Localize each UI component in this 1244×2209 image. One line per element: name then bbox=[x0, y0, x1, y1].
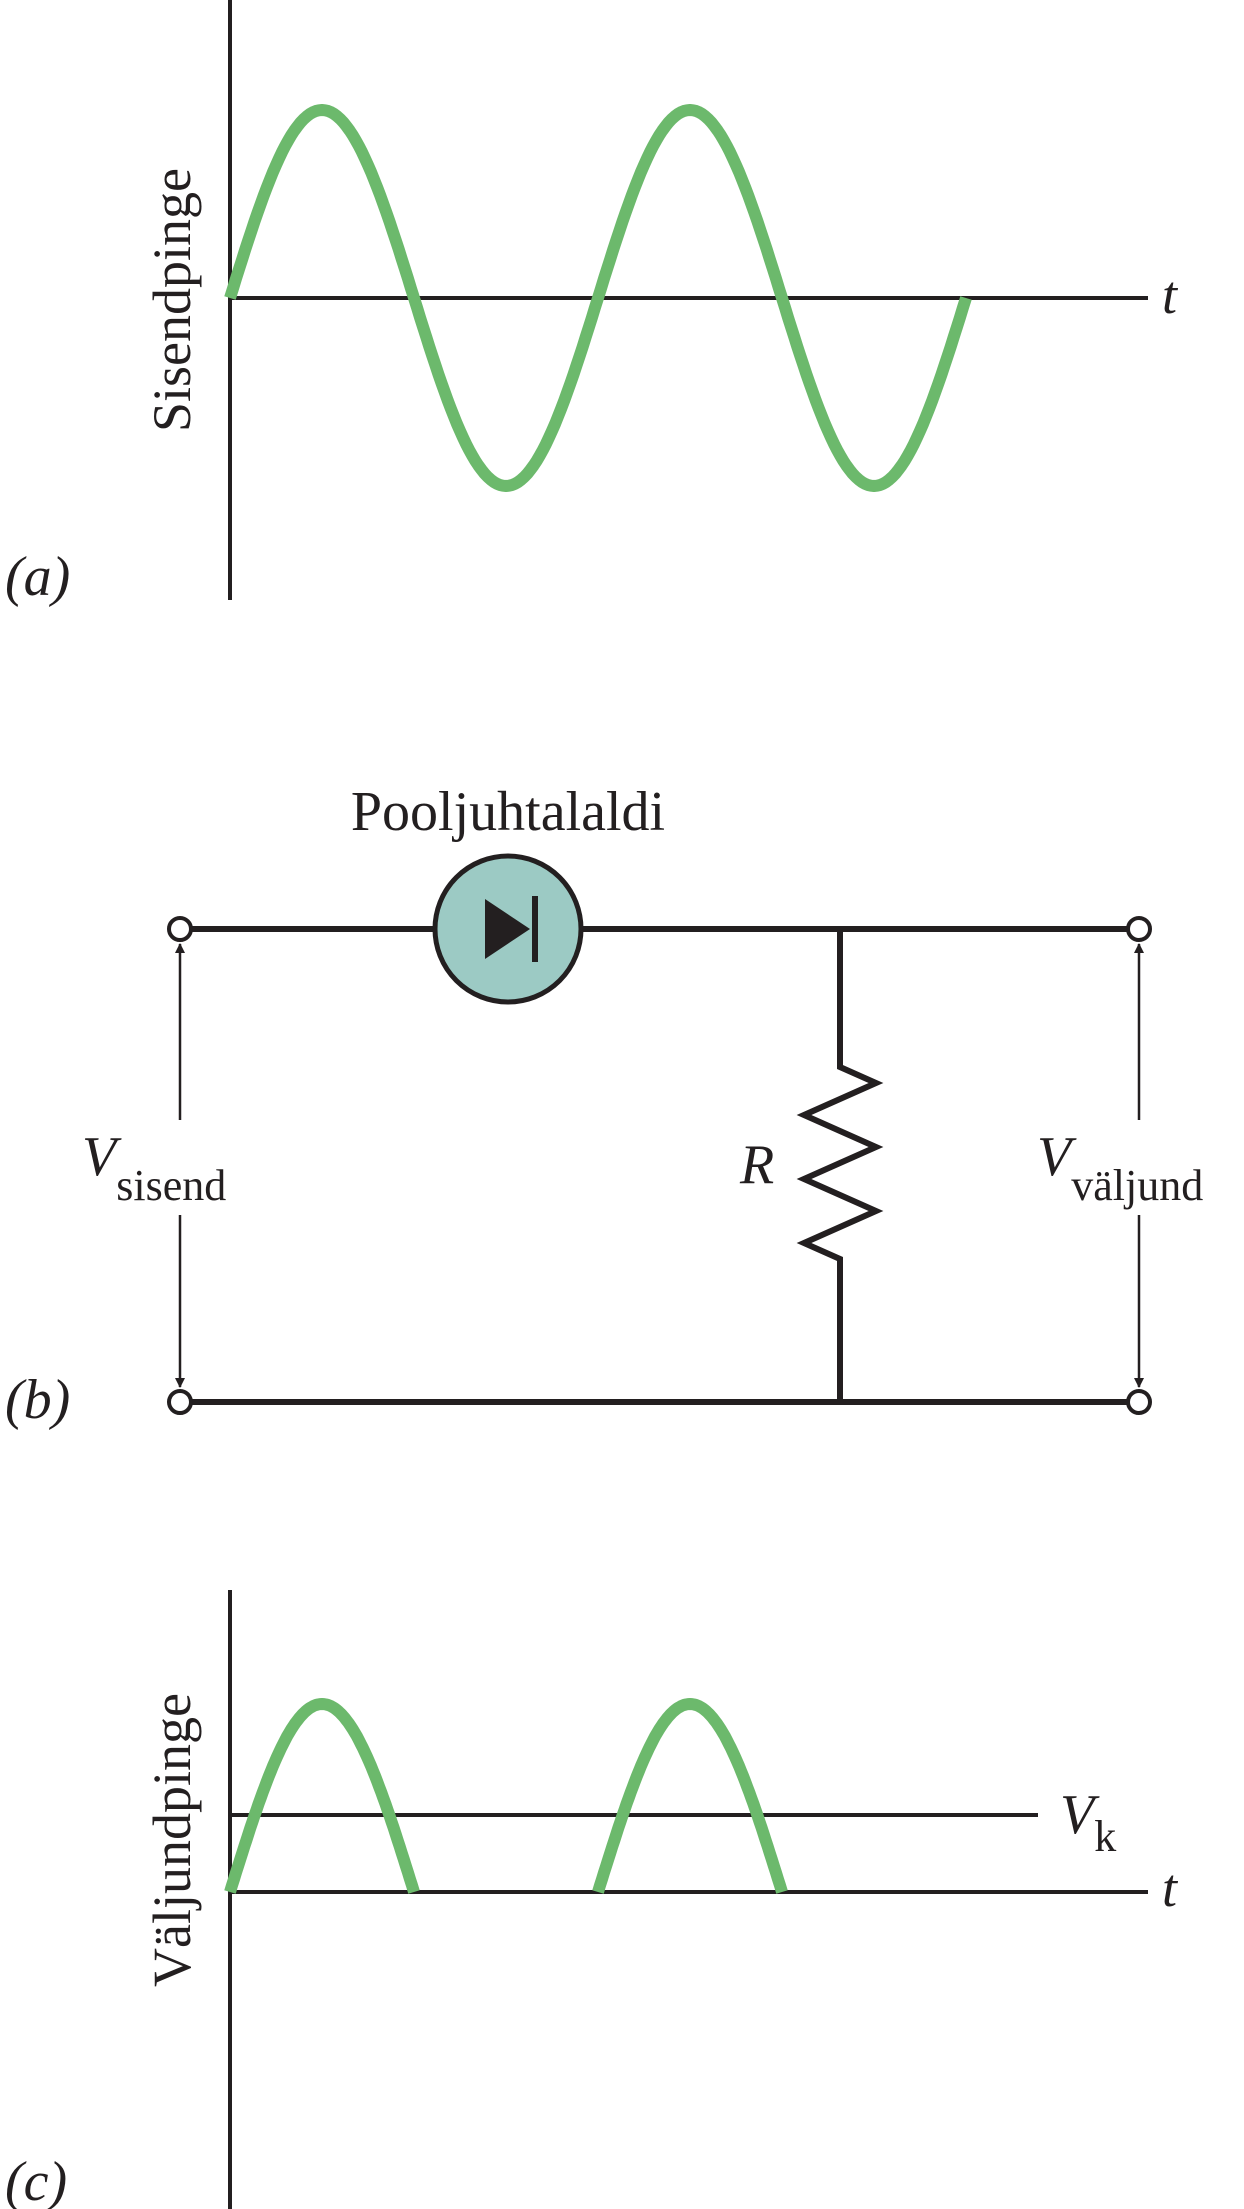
output-voltage-label: Vväljund bbox=[1037, 1126, 1203, 1210]
resistor-branch bbox=[796, 929, 884, 1402]
resistor-label: R bbox=[739, 1134, 774, 1196]
input-sine-wave bbox=[224, 104, 972, 492]
diode bbox=[432, 853, 584, 1005]
input-terminal-bottom bbox=[167, 1389, 193, 1415]
output-terminal-top bbox=[1126, 916, 1152, 942]
panel-a: t Sisendpinge (a) bbox=[5, 0, 1179, 608]
output-rectified-wave bbox=[224, 1698, 788, 1894]
input-terminal-top bbox=[167, 916, 193, 942]
panel-c-time-label: t bbox=[1162, 1858, 1179, 1918]
panel-c-y-axis-label: Väljundpinge bbox=[142, 1693, 202, 1987]
panel-c: Vk t Väljundpinge (c) bbox=[5, 1590, 1179, 2209]
diode-triangle bbox=[485, 899, 530, 959]
panel-a-label: (a) bbox=[5, 546, 70, 608]
panel-c-label: (c) bbox=[5, 2151, 67, 2209]
diode-label: Pooljuhtalaldi bbox=[351, 781, 665, 843]
panel-a-y-axis-label: Sisendpinge bbox=[142, 168, 202, 432]
threshold-label: Vk bbox=[1060, 1784, 1116, 1861]
output-terminal-bottom bbox=[1126, 1389, 1152, 1415]
input-voltage-label: Vsisend bbox=[82, 1126, 226, 1210]
panel-a-time-label: t bbox=[1162, 265, 1179, 325]
panel-b: Pooljuhtalaldi Vsisend R Vväljund (b) bbox=[5, 781, 1203, 1431]
panel-b-label: (b) bbox=[5, 1369, 70, 1431]
